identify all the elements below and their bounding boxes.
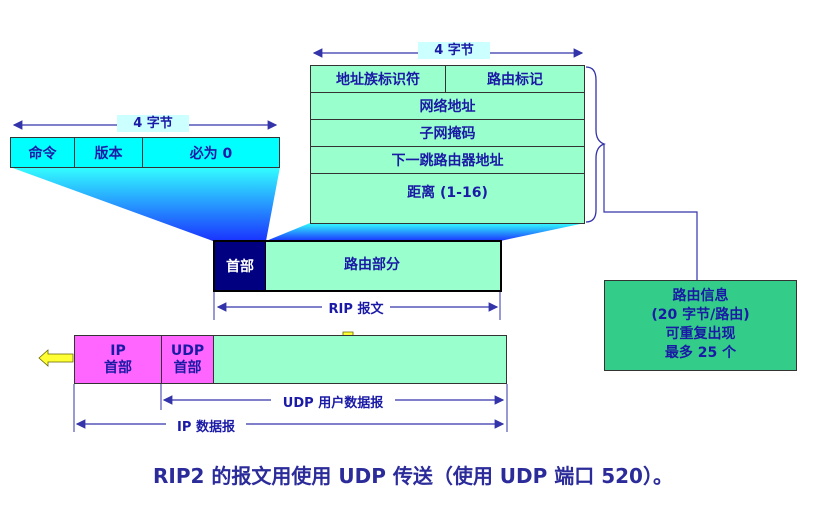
brace-connector bbox=[603, 144, 698, 281]
rip-divider bbox=[265, 242, 266, 290]
route-dim-label: 4 字节 bbox=[418, 42, 490, 59]
route-info-line: 可重复出现 bbox=[665, 326, 736, 342]
route-field-network-address: 网络地址 bbox=[310, 92, 585, 120]
route-field-subnet-mask: 子网掩码 bbox=[310, 119, 585, 147]
header-fan bbox=[10, 167, 280, 241]
rip-route-part-label: 路由部分 bbox=[344, 257, 400, 273]
header-field-version: 版本 bbox=[74, 137, 143, 168]
route-info-line: 最多 25 个 bbox=[664, 345, 737, 361]
rip-header-block: 首部 bbox=[215, 242, 265, 290]
route-field-route-tag: 路由标记 bbox=[445, 65, 585, 93]
route-brace bbox=[585, 66, 606, 223]
route-info-line: 路由信息 bbox=[672, 288, 729, 304]
rip-span-label: RIP 报文 bbox=[322, 298, 390, 317]
ip-header-block: IP 首部 bbox=[74, 335, 162, 384]
route-fan bbox=[266, 223, 585, 241]
route-info-box: 路由信息 (20 字节/路由) 可重复出现 最多 25 个 bbox=[604, 280, 797, 371]
udp-span-label: UDP 用户数据报 bbox=[271, 392, 395, 411]
udp-header-block: UDP 首部 bbox=[161, 335, 214, 384]
ip-span-label: IP 数据报 bbox=[166, 416, 246, 435]
route-info-line: (20 字节/路由) bbox=[651, 307, 750, 323]
header-field-must-be-zero: 必为 0 bbox=[142, 137, 280, 168]
route-field-next-hop: 下一跳路由器地址 bbox=[310, 146, 585, 174]
caption: RIP2 的报文用使用 UDP 传送（使用 UDP 端口 520）。 bbox=[153, 464, 673, 488]
header-field-command: 命令 bbox=[10, 137, 75, 168]
header-dim-label: 4 字节 bbox=[117, 115, 189, 132]
left-arrow bbox=[38, 349, 74, 367]
route-field-address-family: 地址族标识符 bbox=[310, 65, 446, 93]
route-field-distance: 距离 (1-16) bbox=[310, 173, 585, 224]
